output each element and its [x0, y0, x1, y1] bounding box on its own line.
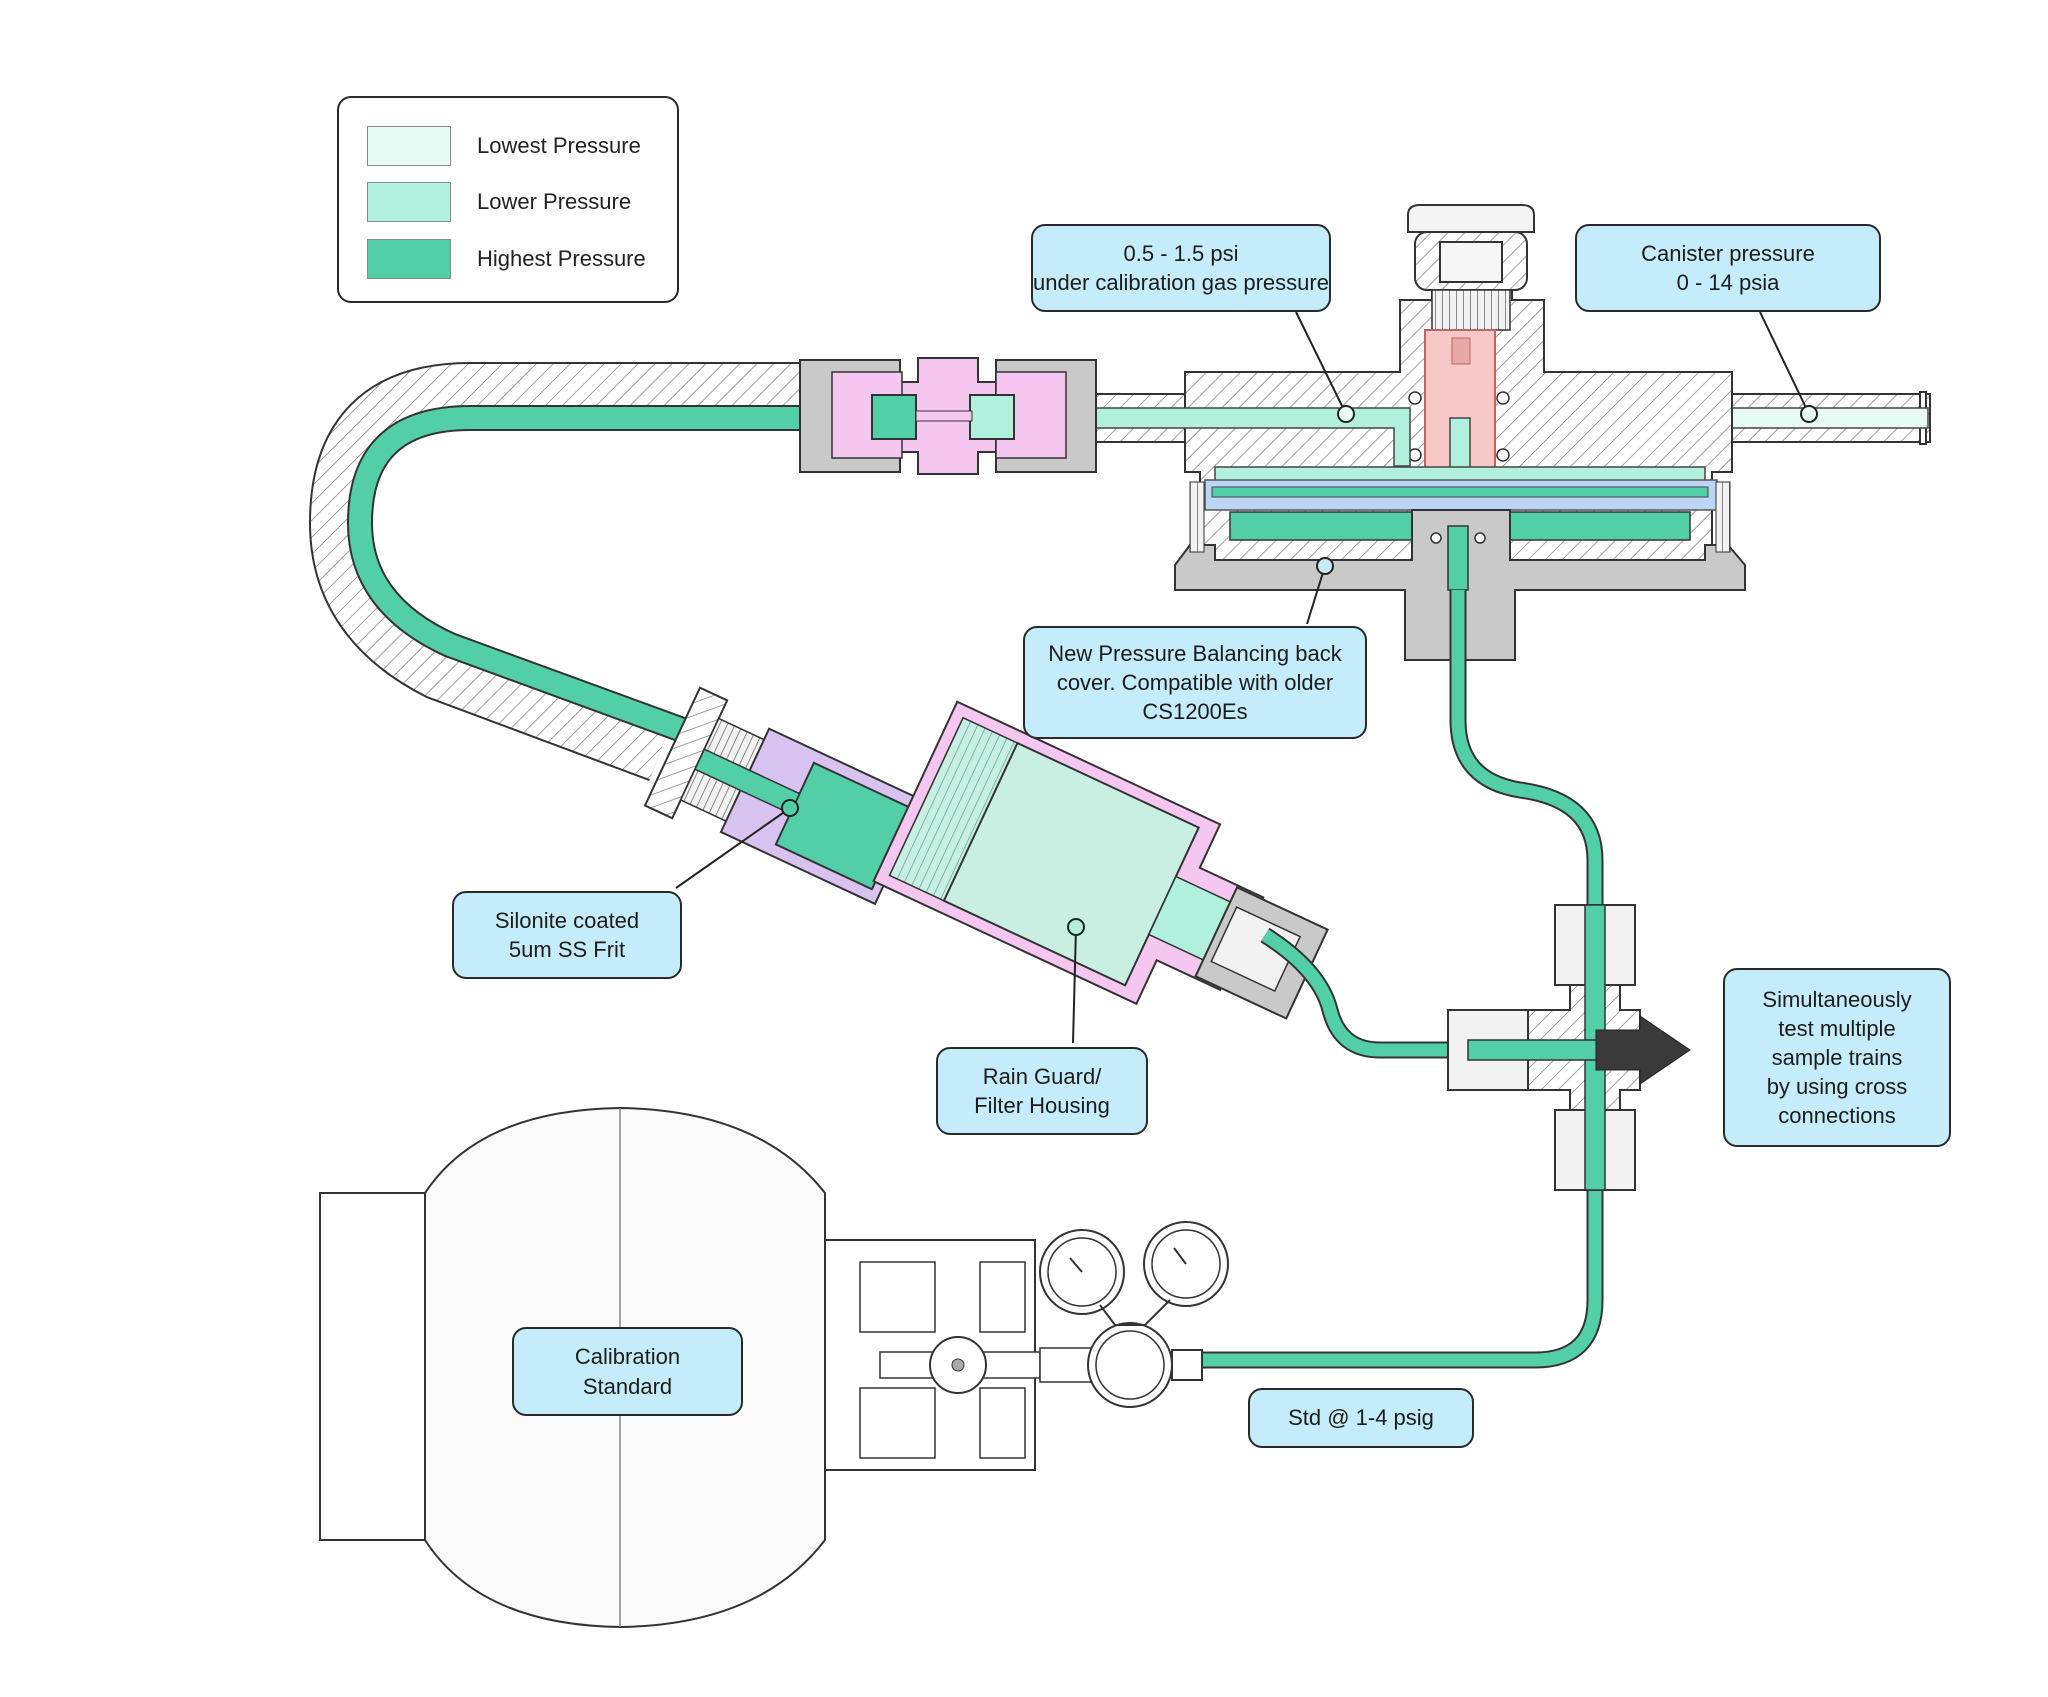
legend-item-lowest: Lowest Pressure	[367, 126, 641, 166]
legend-swatch-lowest	[367, 126, 451, 166]
legend-label-lowest: Lowest Pressure	[477, 133, 641, 158]
callout-back-cover: New Pressure Balancing back cover. Compa…	[1023, 626, 1367, 739]
frit-fitting	[643, 686, 925, 906]
callout-rain-guard: Rain Guard/ Filter Housing	[936, 1047, 1148, 1135]
callout-calibration-standard: Calibration Standard	[512, 1327, 743, 1416]
callout-std-pressure: Std @ 1-4 psig	[1248, 1388, 1474, 1448]
legend-label-highest: Highest Pressure	[477, 246, 646, 271]
union-fitting	[799, 357, 1097, 475]
high-pressure-line	[1200, 590, 1604, 1369]
cross-connection-arrow	[1595, 1015, 1691, 1085]
cross-fitting	[1447, 904, 1691, 1191]
callout-cross-connections: Simultaneously test multiple sample trai…	[1723, 968, 1951, 1147]
hose-assembly	[309, 362, 880, 782]
legend-item-lower: Lower Pressure	[367, 182, 631, 222]
legend-swatch-highest	[367, 239, 451, 279]
leader-dots	[781, 405, 1818, 936]
legend-swatch-lower	[367, 182, 451, 222]
legend-item-highest: Highest Pressure	[367, 239, 646, 279]
callout-canister-pressure: Canister pressure 0 - 14 psia	[1575, 224, 1881, 312]
valve-body	[999, 204, 1746, 661]
callout-frit: Silonite coated 5um SS Frit	[452, 891, 682, 979]
leader-lines	[675, 311, 1810, 1044]
rain-guard-housing	[872, 700, 1329, 1020]
legend-label-lower: Lower Pressure	[477, 189, 632, 214]
callout-calibration-gas-pressure: 0.5 - 1.5 psi under calibration gas pres…	[1031, 224, 1331, 312]
legend: Lowest Pressure Lower Pressure Highest P…	[337, 96, 679, 303]
calibration-cylinder	[319, 1106, 1229, 1629]
